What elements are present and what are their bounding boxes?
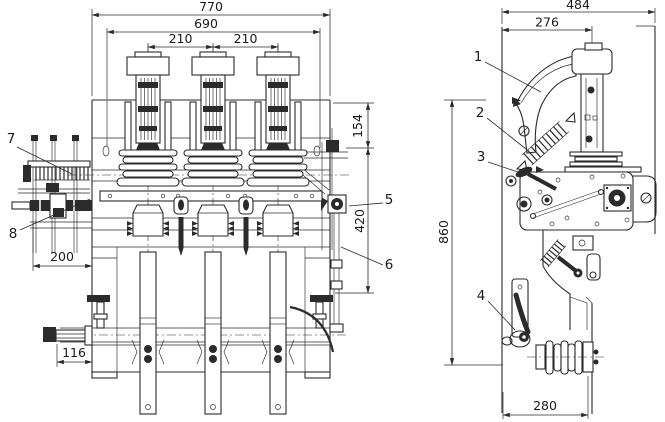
left-earthing-fitting: [87, 295, 110, 329]
adjusting-bolt: [518, 125, 530, 137]
right-earthing-fitting: [310, 295, 333, 329]
callout-8: 8: [9, 198, 91, 242]
dim-154-label: 154: [350, 114, 365, 138]
callout-2-label: 2: [476, 105, 485, 121]
callout-1-label: 1: [474, 49, 483, 65]
upper-insulator-column: [571, 26, 613, 153]
callout-6-label: 6: [385, 257, 394, 273]
front-view: 770 690 210 210 154 420 200: [7, 0, 394, 415]
lower-linkage: [539, 235, 601, 281]
callout-5-label: 5: [385, 192, 394, 208]
skirt-stack: [564, 151, 642, 173]
dim-200: 200: [32, 223, 93, 271]
right-linkage: [296, 128, 348, 333]
callout-4-label: 4: [477, 288, 486, 304]
pull-rod-end: [329, 323, 344, 333]
dim-860: 860: [436, 97, 521, 366]
dim-200-label: 200: [50, 249, 74, 264]
flexible-cable: [289, 305, 335, 353]
dim-210-left-label: 210: [169, 31, 193, 46]
dim-276-label: 276: [535, 15, 559, 30]
interlock-shaft-left: [43, 325, 93, 346]
dim-770-label: 770: [199, 0, 223, 14]
callout-6: 6: [340, 246, 394, 273]
front-frame: [48, 99, 350, 379]
dim-280-label: 280: [533, 398, 557, 413]
callout-8-label: 8: [9, 226, 18, 242]
callout-3-label: 3: [477, 149, 486, 165]
mounting-plate: [99, 190, 323, 202]
closing-spring: [35, 167, 89, 180]
dim-484-label: 484: [566, 0, 590, 12]
dim-484: 484: [501, 0, 656, 24]
dim-276: 276: [501, 15, 593, 33]
callout-4: 4: [477, 288, 516, 331]
dim-690-label: 690: [194, 16, 218, 31]
dim-280: 280: [502, 376, 589, 419]
dim-116-label: 116: [62, 345, 86, 360]
callout-7-label: 7: [7, 131, 16, 147]
dim-210-right-label: 210: [234, 31, 258, 46]
lower-panel: [542, 230, 593, 414]
callout-7: 7: [7, 131, 73, 175]
trip-lever-assembly: [501, 278, 531, 348]
dim-210-pair: 210 210: [147, 31, 279, 52]
callout-2: 2: [476, 105, 527, 150]
bellows-insulator: [527, 340, 604, 375]
callout-1: 1: [474, 49, 542, 93]
dim-860-label: 860: [436, 220, 451, 244]
dim-420-label: 420: [352, 209, 367, 233]
dim-690: 690: [106, 16, 321, 148]
dim-154-420: 154 420: [333, 102, 374, 294]
left-operating-mechanism: [11, 135, 92, 253]
latch-cluster: [505, 166, 557, 212]
callout-5: 5: [348, 192, 394, 208]
callout-3: 3: [477, 149, 528, 176]
side-view: 484 276 860 280 1 2 3: [436, 0, 657, 419]
dim-770: 770: [91, 0, 331, 96]
dim-116: 116: [56, 344, 93, 367]
